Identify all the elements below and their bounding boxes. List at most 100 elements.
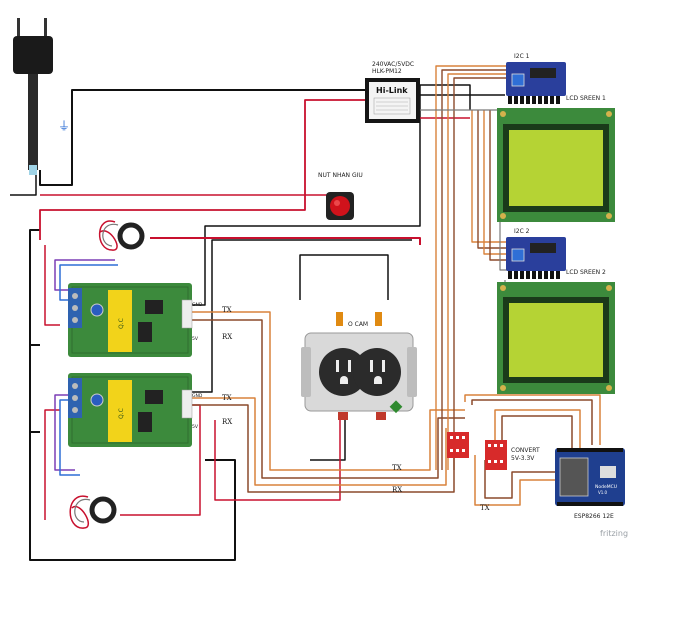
hilink-spec-lines	[373, 97, 411, 115]
current-sensor-1	[98, 220, 145, 251]
wire-red-socket	[214, 420, 341, 501]
wire-i2c1-b	[441, 69, 510, 470]
wire-red-ct1	[150, 237, 421, 245]
wire-orange-tx2	[192, 397, 447, 486]
wire-blue-2	[59, 399, 80, 476]
hilink-model-label: HLK-PM12	[372, 68, 402, 75]
pzem2-capacitor	[90, 393, 104, 407]
wire-brown-up1	[471, 399, 593, 445]
i2c-module-2: I2C 2 LCD SREEN 2	[506, 228, 606, 279]
wire-orange-up2	[494, 409, 581, 448]
ct1-ring	[117, 222, 145, 250]
plug-prong-right	[44, 18, 47, 36]
wire-i2c1-c	[447, 73, 510, 470]
wire-black-mains-2	[10, 170, 37, 196]
pzem1-5v-label: 5V	[192, 336, 199, 342]
button-cap	[330, 196, 350, 216]
push-button: NUT NHAN GIU	[318, 172, 363, 220]
wire-purple-2	[54, 394, 75, 471]
outlet-receptacle-left	[319, 348, 367, 396]
outlet-receptacle-right	[353, 348, 401, 396]
esp-module	[559, 457, 589, 497]
pzem1-header	[181, 299, 193, 329]
wire-i2c2-b	[477, 110, 510, 249]
lcd-screen-1: LCD SREEN 1	[497, 95, 615, 222]
ground-symbol-icon: ⏚	[58, 119, 70, 133]
i2c-1-label: I2C 1	[514, 53, 530, 60]
hilink-label-sticker	[369, 82, 416, 119]
pzem2-gnd-label: GND	[192, 393, 203, 399]
tx-label-1: TX	[222, 306, 232, 314]
lcd-2-label: LCD SREEN 2	[566, 269, 606, 276]
svg-text:Q.C: Q.C	[118, 318, 125, 329]
svg-text:NodeMCU: NodeMCU	[595, 484, 617, 490]
level-converter-1	[447, 432, 469, 458]
esp8266-board: NodeMCU V1.0 ESP8266 12E	[555, 448, 625, 520]
wire-black-gnd1	[192, 85, 421, 306]
i2c-module-1: I2C 1	[506, 53, 566, 104]
wire-gray-lcd2	[420, 109, 510, 271]
hilink-spec-label: 240VAC/5VDC	[372, 61, 414, 68]
wire-i2c1-a	[435, 65, 510, 470]
lcd2-display	[509, 303, 603, 377]
ct2-ring	[89, 496, 117, 524]
wire-orange-up1	[464, 394, 601, 445]
ct2-coil	[69, 495, 90, 529]
plug-cable	[28, 74, 38, 170]
wire-orange-esp	[474, 455, 560, 506]
pzem1-relay	[108, 290, 132, 352]
hilink-brand-label: Hi-Link	[376, 86, 408, 95]
wire-black-gnd2	[192, 239, 412, 393]
hilink-module: 240VAC/5VDC HLK-PM12 Hi-Link	[365, 61, 420, 123]
lcd-1-label: LCD SREEN 1	[566, 95, 606, 102]
pzem2-chip	[145, 390, 163, 404]
tx-label-4: TX	[480, 504, 490, 512]
wire-blue-1	[59, 264, 118, 301]
tx-label-2: TX	[222, 394, 232, 402]
plug-head	[13, 36, 53, 74]
i2c-2-label: I2C 2	[514, 228, 530, 235]
wire-red-left2	[44, 409, 60, 520]
button-label: NUT NHAN GIU	[318, 172, 363, 179]
convert-label-2: 5V-3.3V	[511, 455, 535, 462]
wire-black-hilink-out	[420, 84, 471, 110]
tx-label-3: TX	[392, 464, 402, 472]
power-outlet: O CAM	[301, 312, 417, 420]
wire-brown-rx2	[192, 404, 455, 493]
esp-label: ESP8266 12E	[574, 513, 614, 520]
plug-prong-left	[17, 18, 20, 36]
wire-black-mains-1	[39, 89, 365, 186]
i2c1-pot	[511, 73, 525, 87]
current-sensor-2	[69, 495, 117, 529]
rx-label-2: RX	[222, 418, 232, 426]
wire-i2c1-d	[453, 77, 510, 470]
wire-i2c2-c	[483, 110, 510, 255]
wire-i2c2-d	[489, 110, 510, 261]
pzem-module-1: Q.C GND 5V	[68, 283, 203, 357]
lcd-screen-2	[497, 282, 615, 394]
convert-label-1: CONVERT	[511, 447, 540, 454]
i2c2-pot	[511, 248, 525, 262]
plug-cable-end	[29, 165, 37, 175]
pzem2-header	[181, 389, 193, 419]
svg-text:V1.0: V1.0	[598, 490, 608, 495]
pzem1-capacitor	[90, 303, 104, 317]
level-converter-2	[485, 440, 507, 470]
pzem1-gnd-label: GND	[192, 302, 203, 308]
wire-red-hilink-in	[39, 99, 365, 240]
ct1-coil	[98, 220, 118, 251]
wire-black-socket-low	[310, 420, 346, 461]
pzem-module-2: Q.C GND 5V	[68, 373, 203, 447]
fritzing-watermark: fritzing	[600, 529, 628, 538]
wire-i2c2-a	[471, 110, 510, 243]
wire-black-left	[29, 229, 236, 561]
wire-brown-esp	[484, 460, 560, 499]
wire-red-left1	[44, 245, 60, 326]
rx-label-3: RX	[392, 486, 402, 494]
wires	[10, 65, 601, 561]
wire-red-button	[40, 194, 331, 205]
power-plug: ⏚	[13, 18, 70, 175]
svg-text:Q.C: Q.C	[118, 408, 125, 419]
pzem2-5v-label: 5V	[192, 424, 199, 430]
